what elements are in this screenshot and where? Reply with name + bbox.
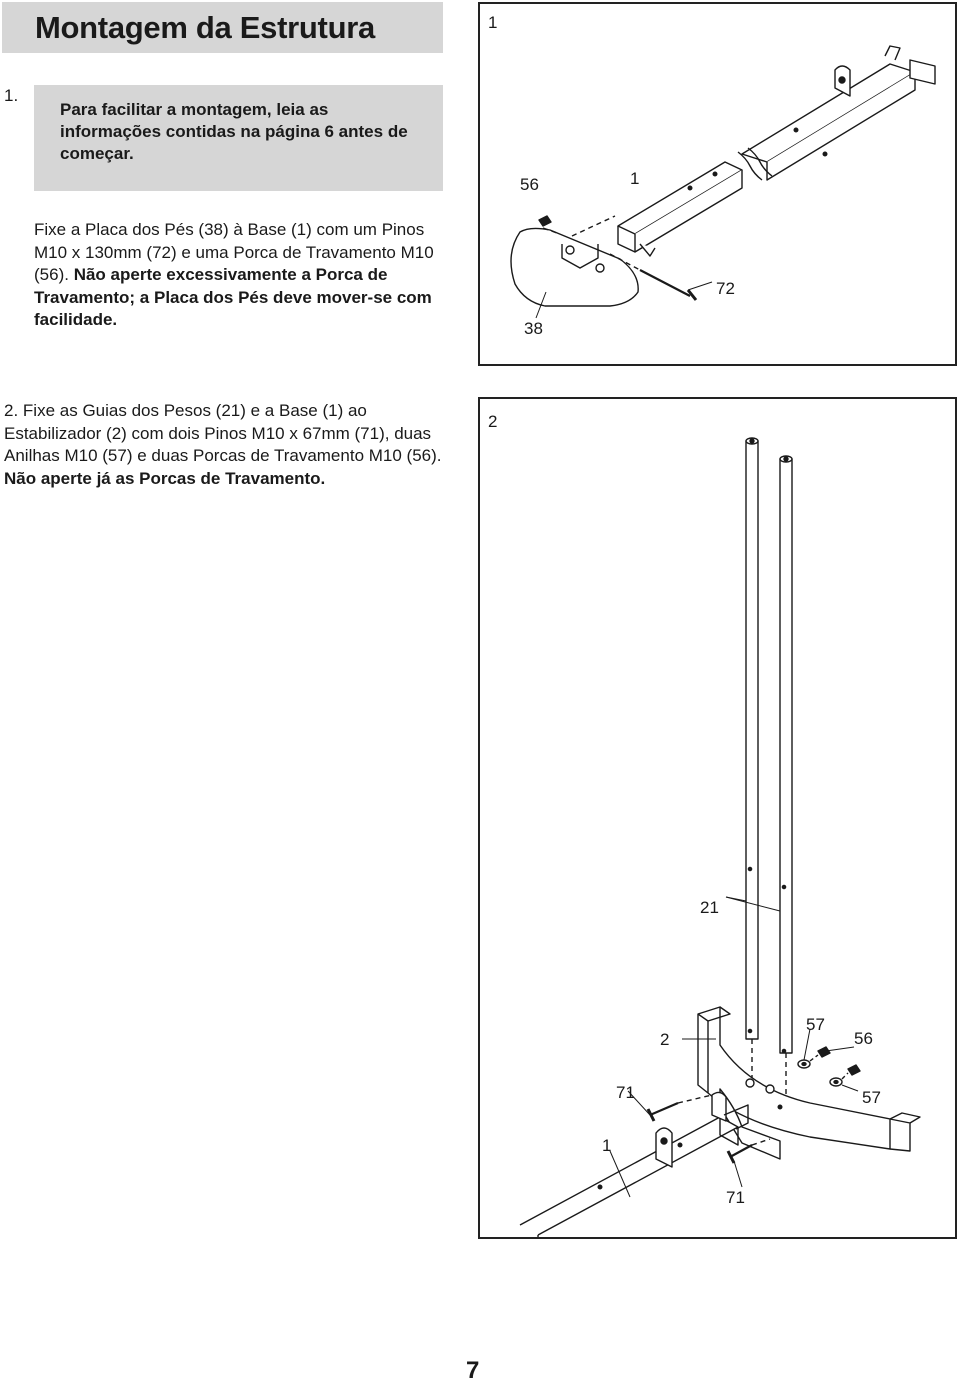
figure-2-callout-71a: 71 — [616, 1083, 635, 1102]
step-1-number: 1. — [4, 86, 19, 105]
step-1-text: Fixe a Placa dos Pés (38) à Base (1) com… — [34, 220, 434, 285]
step-1-instructions: Fixe a Placa dos Pés (38) à Base (1) com… — [34, 219, 434, 332]
figure-2-callout-57b: 57 — [862, 1088, 881, 1107]
figure-2-callout-57a: 57 — [806, 1015, 825, 1034]
note-box: Para facilitar a montagem, leia as infor… — [34, 85, 443, 191]
figure-1: 1 — [478, 2, 957, 366]
step-2-instructions: 2. Fixe as Guias dos Pesos (21) e a Base… — [4, 400, 444, 490]
step-1-warning: Não aperte excessivamente a Porca de Tra… — [34, 265, 432, 330]
figure-2-callout-56: 56 — [854, 1029, 873, 1048]
figure-2-illustration: 21 2 57 56 71 57 1 71 — [519, 437, 921, 1237]
figure-2-callout-1: 1 — [602, 1136, 611, 1155]
step-2-text: Fixe as Guias dos Pesos (21) e a Base (1… — [4, 401, 442, 466]
figure-2-callout-71b: 71 — [726, 1188, 745, 1207]
figure-1-illustration: 56 1 72 38 — [510, 45, 936, 338]
figure-1-callout-72: 72 — [716, 279, 735, 298]
figure-2-number: 2 — [488, 412, 498, 431]
section-title-bar: Montagem da Estrutura — [2, 2, 443, 53]
page-number: 7 — [466, 1357, 480, 1384]
figure-1-number: 1 — [488, 13, 498, 32]
figure-2: 2 — [478, 397, 957, 1239]
figure-1-callout-56: 56 — [520, 175, 539, 194]
figure-1-callout-1: 1 — [630, 169, 639, 188]
figure-1-callout-38: 38 — [524, 319, 543, 338]
note-text: Para facilitar a montagem, leia as infor… — [60, 100, 408, 163]
step-2-number: 2. — [4, 401, 19, 420]
figure-2-callout-21: 21 — [700, 898, 719, 917]
figure-2-callout-2: 2 — [660, 1030, 669, 1049]
step-2-warning: Não aperte já as Porcas de Travamento. — [4, 468, 326, 488]
page-title: Montagem da Estrutura — [35, 10, 375, 45]
